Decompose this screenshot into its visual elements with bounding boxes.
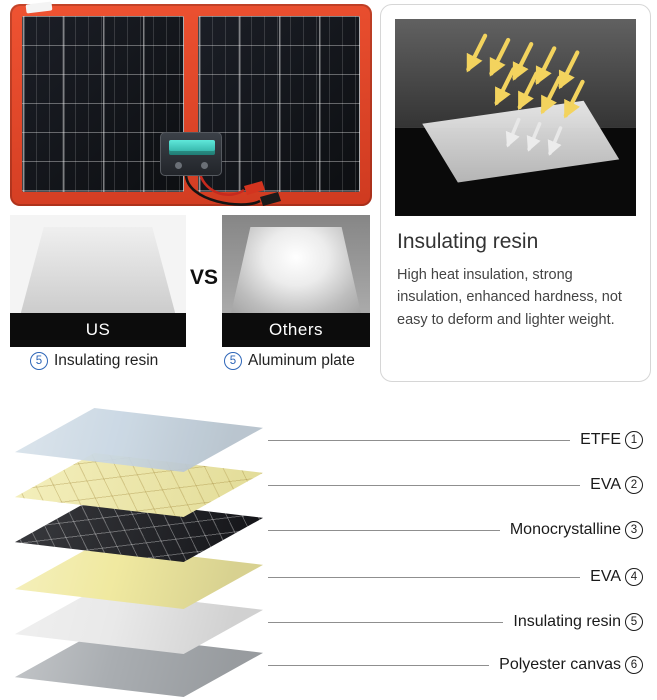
leader-line	[268, 576, 581, 578]
layer-label-row: EVA 4	[268, 567, 643, 587]
leader-line	[268, 529, 500, 531]
leader-line	[268, 664, 490, 666]
solar-module-left	[22, 16, 184, 192]
white-down-arrows-icon	[505, 117, 563, 156]
product-photo	[10, 1, 372, 206]
yellow-down-arrows-icon	[466, 33, 585, 119]
resin-plate-image	[20, 226, 176, 314]
others-comparison-image: Others	[222, 215, 370, 347]
layer-etfe	[15, 408, 263, 472]
insulating-resin-card: Insulating resin High heat insulation, s…	[380, 4, 651, 382]
aluminum-plate-image	[230, 226, 362, 314]
leader-line	[268, 621, 504, 623]
caption-text: Aluminum plate	[248, 352, 355, 369]
controller-wires	[184, 173, 281, 206]
layer-label: EVA 4	[590, 568, 643, 586]
vs-label: VS	[189, 266, 218, 289]
resin-card-title: Insulating resin	[397, 229, 539, 253]
layer-label: Monocrystalline 3	[510, 521, 643, 539]
controller-button-icon	[175, 162, 182, 169]
circled-number-icon: 3	[625, 521, 643, 539]
layer-label-text: Polyester canvas	[499, 656, 621, 673]
red-clip-icon	[244, 181, 265, 195]
caption-aluminum-plate: 5 Aluminum plate	[224, 352, 355, 370]
layer-label-text: EVA	[590, 476, 621, 493]
circled-number-icon: 4	[625, 568, 643, 586]
circled-number-icon: 2	[625, 476, 643, 494]
solar-module-right	[198, 16, 360, 192]
layer-label: ETFE 1	[580, 431, 643, 449]
layer-label-text: Monocrystalline	[509, 521, 621, 538]
layer-label: Polyester canvas 6	[499, 656, 643, 674]
leader-line	[268, 484, 581, 486]
layer-label-text: EVA	[590, 568, 621, 585]
resin-card-description: High heat insulation, strong insulation,…	[397, 266, 622, 328]
circled-number-icon: 1	[625, 431, 643, 449]
layer-label: Insulating resin 5	[513, 613, 643, 631]
layer-label-row: Insulating resin 5	[268, 612, 643, 632]
caption-text: Insulating resin	[54, 352, 159, 369]
circled-number-icon: 5	[30, 352, 48, 370]
resin-plate	[422, 100, 620, 183]
layer-label-row: ETFE 1	[268, 430, 643, 450]
us-comparison-image: US	[10, 215, 186, 347]
black-clip-icon	[260, 192, 281, 206]
leader-line	[268, 439, 571, 441]
us-plate-label: US	[10, 313, 186, 347]
layers-diagram: ETFE 1 EVA 2 Monocrystalline 3 EVA 4	[0, 398, 657, 700]
layer-label: EVA 2	[590, 476, 643, 494]
circled-number-icon: 5	[625, 613, 643, 631]
layer-label-row: Polyester canvas 6	[268, 655, 643, 675]
layer-label-text: Insulating resin	[513, 613, 621, 630]
layer-label-row: Monocrystalline 3	[268, 520, 643, 540]
controller-button-icon	[201, 162, 208, 169]
others-plate-label: Others	[222, 313, 370, 347]
layer-label-row: EVA 2	[268, 475, 643, 495]
layer-label-text: ETFE	[580, 431, 621, 448]
controller-screen	[169, 140, 215, 155]
charge-controller	[160, 132, 222, 176]
circled-number-icon: 5	[224, 352, 242, 370]
insulating-resin-illustration	[395, 19, 636, 216]
circled-number-icon: 6	[625, 656, 643, 674]
caption-insulating-resin: 5 Insulating resin	[30, 352, 158, 370]
